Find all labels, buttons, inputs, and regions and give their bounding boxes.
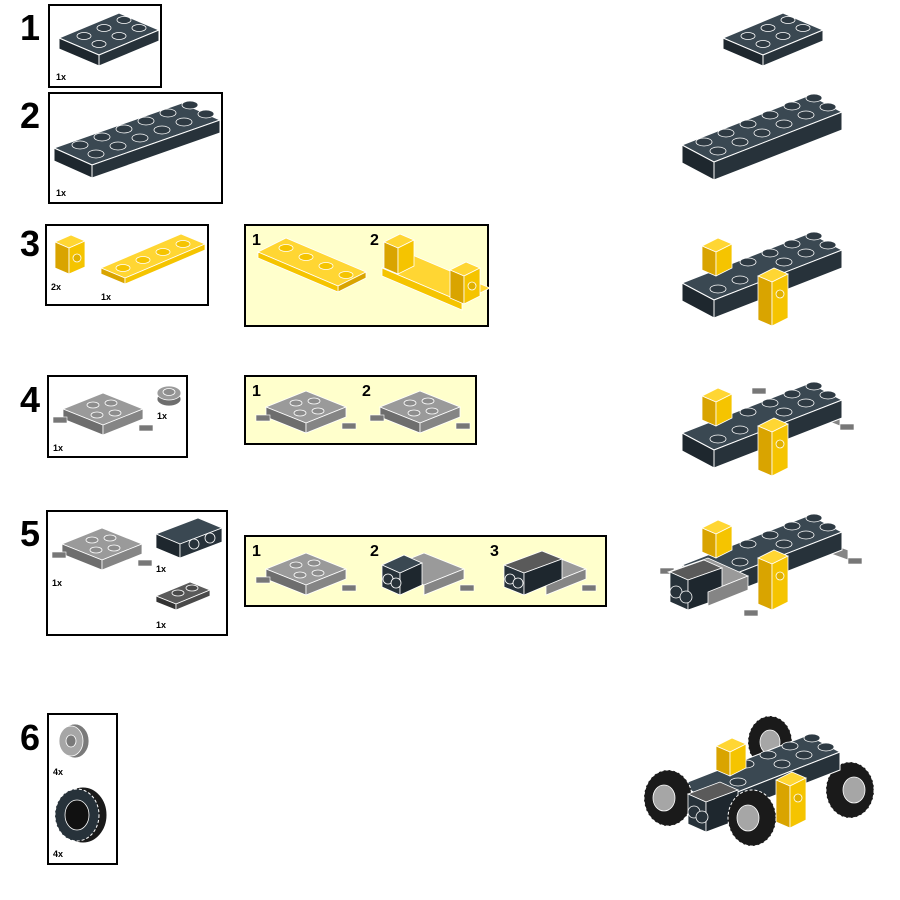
parts-box-step-6: 4x 4x	[47, 713, 118, 865]
substep-box-step-4: 1 2	[244, 375, 477, 445]
plate-2x3-dark-icon	[57, 12, 161, 67]
wheel-holder-grey-icon	[255, 390, 357, 434]
qty-label: 1x	[156, 620, 167, 630]
qty-label: 1x	[52, 578, 63, 588]
substep-number: 1	[252, 383, 261, 400]
wheel-holder-grey-icon	[369, 390, 471, 434]
qty-label: 1x	[53, 443, 64, 453]
qty-label: 1x	[56, 72, 67, 82]
wheel-holder-headlight-icon	[381, 552, 475, 596]
qty-label: 1x	[157, 411, 168, 421]
parts-box-step-1: 1x	[48, 4, 162, 88]
plate-1x2-dark-grey-icon	[154, 581, 212, 611]
qty-label: 4x	[53, 767, 64, 777]
bracket-yellow-icon	[53, 234, 87, 275]
headlight-brick-dark-icon	[154, 517, 224, 559]
substep-number: 2	[362, 383, 371, 400]
step-number-2: 2	[20, 95, 41, 136]
model-step-6	[643, 715, 875, 847]
model-step-3	[680, 231, 844, 327]
parts-box-step-3: 2x 1x	[45, 224, 209, 306]
step-number-5: 5	[20, 513, 41, 554]
substep-number: 2	[370, 543, 379, 560]
qty-label: 1x	[156, 564, 167, 574]
step-number-3: 3	[20, 223, 41, 264]
wheel-holder-grey-icon	[255, 552, 357, 596]
model-step-2	[680, 93, 844, 181]
substep-number: 1	[252, 543, 261, 560]
parts-box-step-2: 1x	[48, 92, 223, 204]
parts-box-step-5: 1x 1x 1x	[46, 510, 228, 636]
round-tile-grey-icon	[156, 385, 182, 407]
model-step-1	[721, 12, 825, 67]
wheel-holder-grey-icon	[51, 527, 153, 571]
substep-number: 1	[252, 232, 261, 249]
plate-2x6-dark-icon	[52, 100, 222, 179]
wheel-holder-grey-icon	[52, 392, 154, 436]
step-number-6: 6	[20, 717, 41, 758]
qty-label: 1x	[101, 292, 112, 302]
substep-box-step-5: 1 2 3	[244, 535, 607, 607]
assembly-yellow-icon	[381, 233, 491, 311]
step-number-4: 4	[20, 379, 41, 420]
rim-grey-icon	[58, 723, 90, 759]
plate-1x4-yellow-icon	[99, 233, 207, 285]
tire-black-icon	[54, 786, 108, 844]
wheel-holder-headlight-plate-icon	[502, 550, 597, 596]
substep-number: 3	[490, 543, 499, 560]
substep-box-step-3: 1 2	[244, 224, 491, 327]
qty-label: 2x	[51, 282, 62, 292]
model-step-4	[680, 381, 855, 477]
qty-label: 4x	[53, 849, 64, 859]
plate-1x4-yellow-icon	[257, 237, 367, 293]
qty-label: 1x	[56, 188, 67, 198]
parts-box-step-4: 1x 1x	[47, 375, 188, 458]
step-number-1: 1	[20, 7, 41, 48]
substep-number: 2	[370, 232, 379, 249]
model-step-5	[659, 513, 863, 617]
